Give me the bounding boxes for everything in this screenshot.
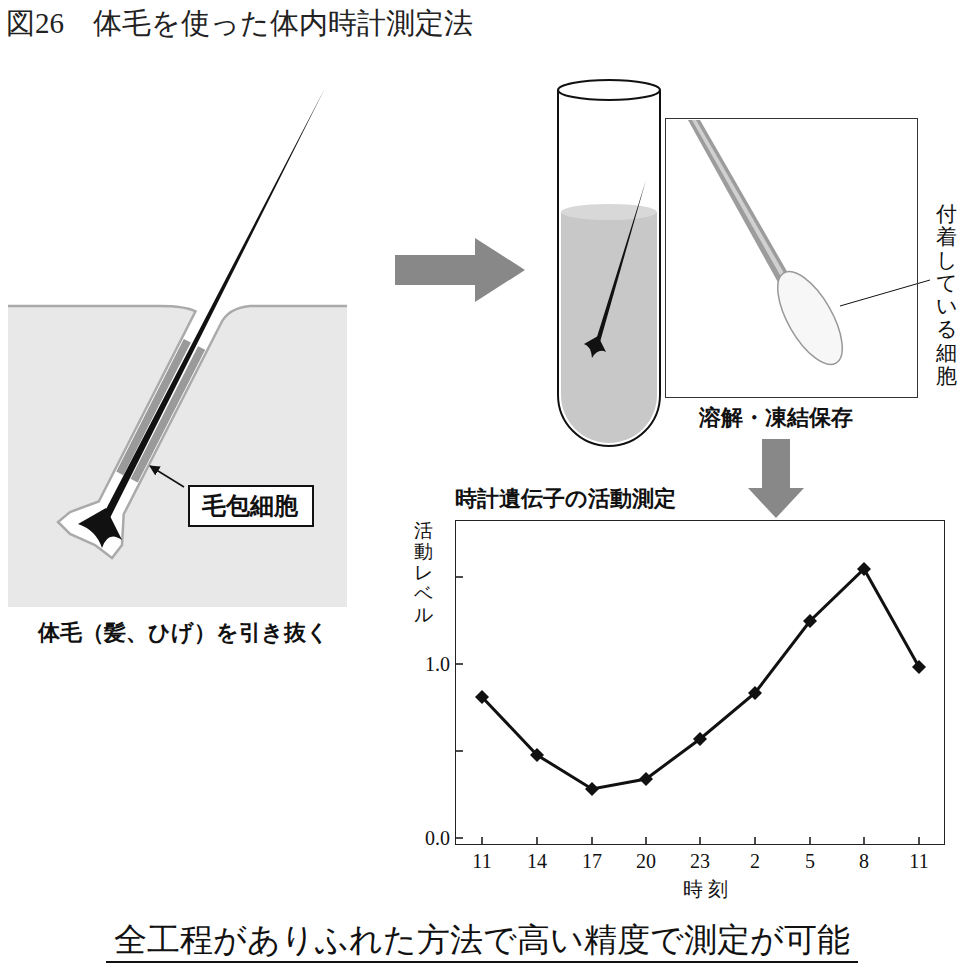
axis-tick-label: 0.0 [425,827,450,850]
callout-box: 毛包細胞 [188,485,314,527]
data-line [482,569,919,789]
hair-shaft [103,88,325,518]
node-text: 時計遺伝子の活動測定 [455,484,676,514]
follicle-cells [116,339,191,475]
follicle-cells [131,346,206,482]
node-text: 体毛（髪、ひげ）を引き抜く [8,618,358,648]
tube-liquid [561,212,657,443]
axis-tick-label: 8 [859,850,869,873]
figure-caption: 全工程がありふれた方法で高い精度で測定が可能 [106,920,858,963]
axis-title: 時 刻 [683,876,728,903]
chart-panel: 時計遺伝子の活動測定 [455,520,945,845]
leader-line [840,280,930,306]
node-text: 毛包細胞 [202,491,298,521]
skin-section [8,306,347,607]
liquid-surface [561,204,657,220]
callout-label: 付着している細胞 [936,202,957,387]
axis-tick-label: 5 [805,850,815,873]
swab-tip [765,262,855,374]
axis-tick-label: 23 [690,850,710,873]
node-text: 溶解・凍結保存 [666,403,886,433]
swab-panel: 溶解・凍結保存 [665,118,918,398]
axis-tick-label: 11 [472,850,491,873]
axis-tick-label: 14 [527,850,547,873]
hair-in-tube [596,180,646,342]
axis-tick-label: 20 [636,850,656,873]
leader-line [150,466,184,487]
figure-title: 図26 体毛を使った体内時計測定法 [6,4,473,44]
process-arrow [395,238,525,302]
axis-title: 活動レベル [414,521,433,625]
test-tube [558,90,660,446]
swab-highlight [692,120,788,282]
caption-row: 全工程がありふれた方法で高い精度で測定が可能 [0,920,964,963]
hair-bulb [584,336,606,358]
data-points [475,562,926,796]
swab-stick [688,120,792,286]
axis-ticks [455,577,919,845]
hair-bulb [78,508,122,548]
axis-tick-label: 2 [750,850,760,873]
tube-rim [558,80,660,100]
flow-arrow [748,439,804,518]
skin-panel: 体毛（髪、ひげ）を引き抜く 毛包細胞 [8,300,358,655]
axis-tick-label: 1.0 [425,653,450,676]
axis-tick-label: 11 [909,850,928,873]
axis-tick-label: 17 [582,850,602,873]
